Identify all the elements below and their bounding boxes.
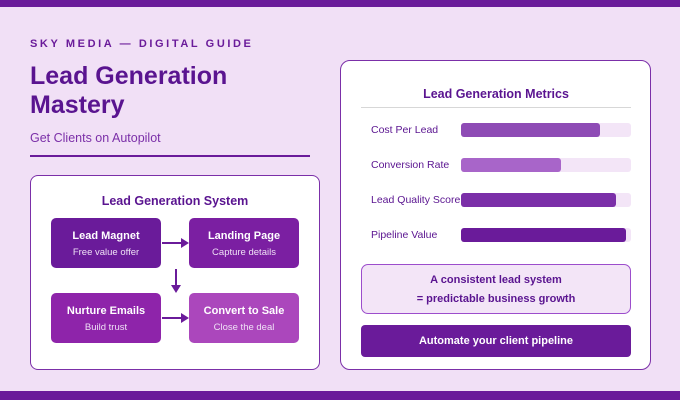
- metrics-divider: [361, 107, 631, 108]
- growth-callout: A consistent lead system = predictable b…: [361, 264, 631, 314]
- title-divider: [30, 155, 310, 157]
- step-lead-magnet: Lead Magnet Free value offer: [51, 218, 161, 268]
- step-title: Nurture Emails: [66, 305, 146, 317]
- metric-conversion-rate: Conversion Rate: [361, 158, 631, 172]
- metric-bar-track: [461, 158, 631, 172]
- step-subtitle: Free value offer: [72, 247, 140, 258]
- step-subtitle: Build trust: [84, 322, 128, 333]
- arrow-down-icon: [171, 269, 181, 293]
- step-subtitle: Capture details: [212, 247, 276, 258]
- page-title: Lead Generation Mastery: [30, 62, 228, 119]
- metric-lead-quality-score: Lead Quality Score: [361, 193, 631, 207]
- metric-bar-track: [461, 193, 631, 207]
- metric-label: Conversion Rate: [371, 159, 450, 171]
- lead-system-title: Lead Generation System: [101, 194, 249, 208]
- metric-pipeline-value: Pipeline Value: [361, 228, 631, 242]
- eyebrow-text: SKY MEDIA — DIGITAL GUIDE: [30, 38, 254, 50]
- bottom-accent-bar: [0, 391, 680, 400]
- callout-line-2: = predictable business growth: [416, 293, 576, 305]
- metrics-card: Lead Generation Metrics Cost Per Lead Co…: [340, 60, 651, 370]
- lead-system-card: Lead Generation System Lead Magnet Free …: [30, 175, 320, 370]
- step-title: Lead Magnet: [72, 230, 140, 242]
- metric-bar-fill: [461, 228, 626, 242]
- step-nurture-emails: Nurture Emails Build trust: [51, 293, 161, 343]
- step-convert-to-sale: Convert to Sale Close the deal: [189, 293, 299, 343]
- arrow-right-icon: [162, 313, 189, 323]
- arrow-right-icon: [162, 238, 189, 248]
- automate-pipeline-button[interactable]: Automate your client pipeline: [361, 325, 631, 357]
- metric-bar-track: [461, 228, 631, 242]
- step-subtitle: Close the deal: [213, 322, 275, 333]
- step-title: Convert to Sale: [203, 305, 285, 317]
- step-landing-page: Landing Page Capture details: [189, 218, 299, 268]
- step-title: Landing Page: [207, 230, 281, 242]
- metric-bar-fill: [461, 193, 616, 207]
- top-accent-bar: [0, 0, 680, 7]
- metric-label: Cost Per Lead: [371, 124, 439, 136]
- metric-label: Pipeline Value: [371, 229, 438, 241]
- metric-bar-track: [461, 123, 631, 137]
- metric-cost-per-lead: Cost Per Lead: [361, 123, 631, 137]
- metrics-title: Lead Generation Metrics: [423, 87, 569, 101]
- metric-label: Lead Quality Score: [371, 194, 461, 206]
- metric-bar-fill: [461, 123, 601, 137]
- callout-line-1: A consistent lead system: [430, 274, 562, 286]
- page-subtitle: Get Clients on Autopilot: [30, 131, 161, 145]
- metric-bar-fill: [461, 158, 562, 172]
